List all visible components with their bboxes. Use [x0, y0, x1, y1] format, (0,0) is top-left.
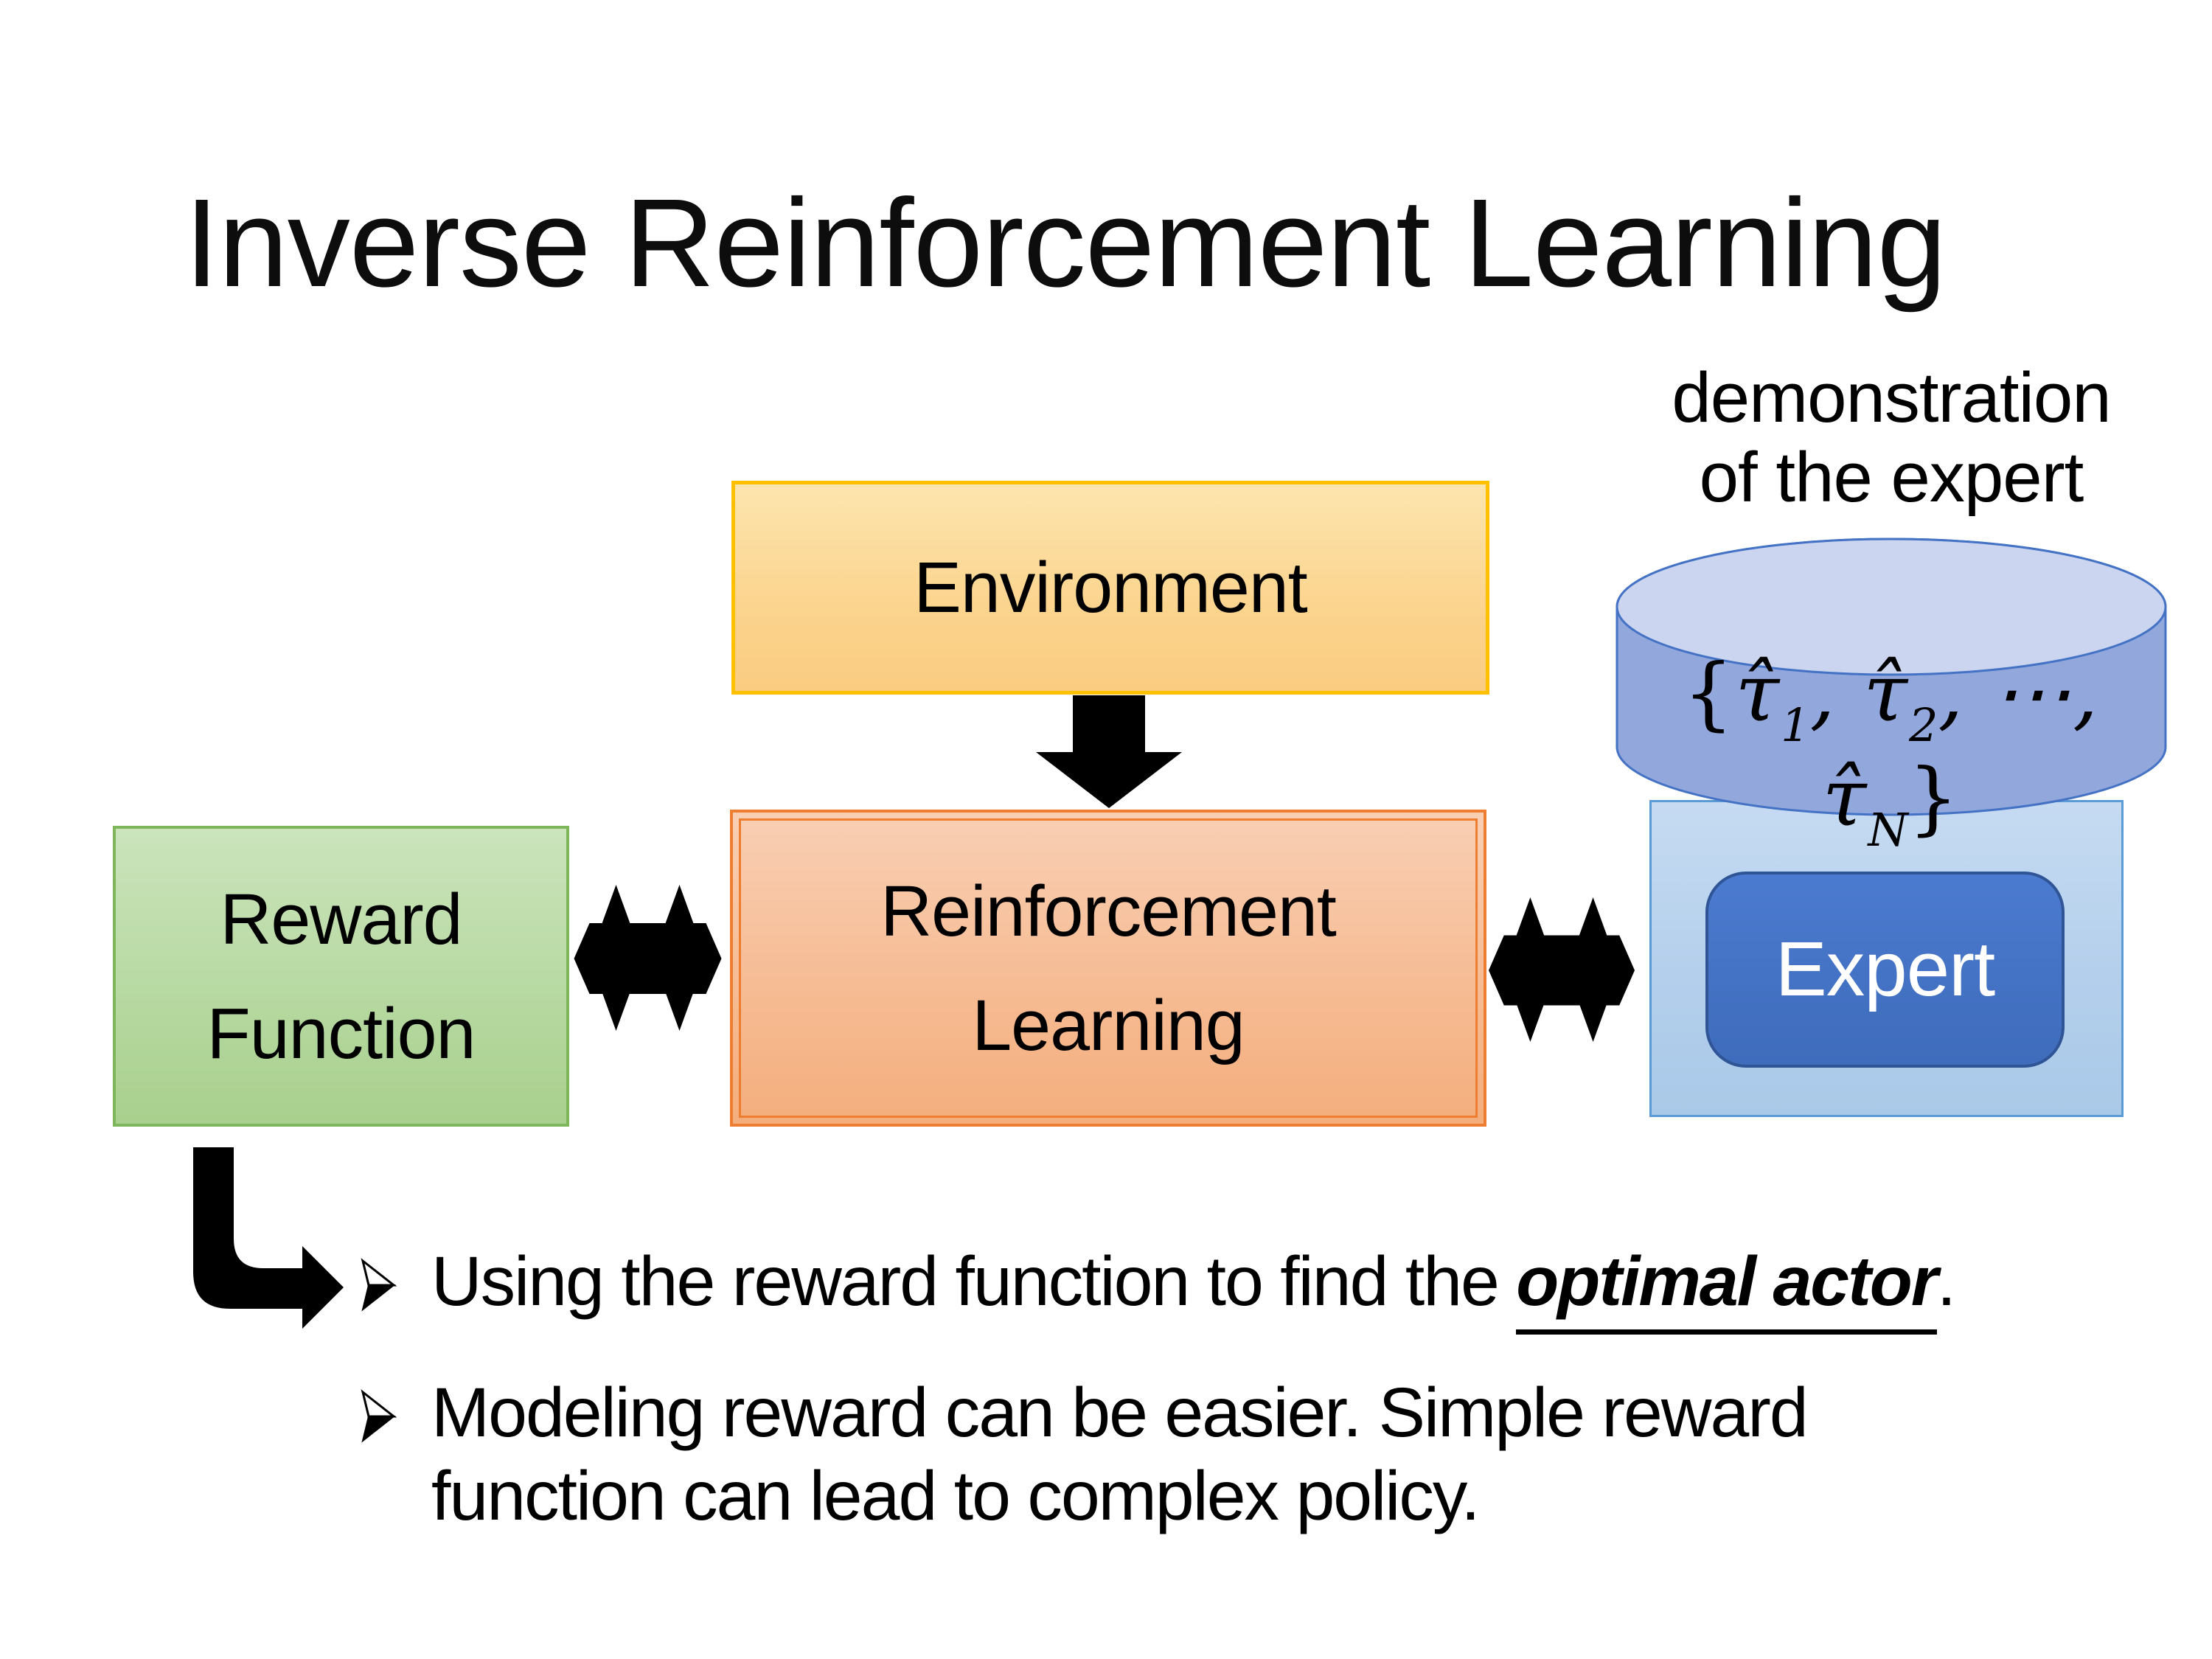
reinforcement-learning-box: Reinforcement Learning [730, 810, 1486, 1127]
down-arrow-icon [1036, 695, 1182, 808]
expert-label: Expert [1775, 926, 1995, 1012]
trajectory-set-formula: {τ̂1, τ̂2, ⋯, τ̂N} [1683, 647, 2100, 857]
reinforcement-learning-label: Reinforcement Learning [880, 870, 1337, 1065]
database-cylinder-icon [1615, 538, 2167, 816]
bullet-arrow-icon [361, 1258, 397, 1312]
bullet-item-2: Modeling reward can be easier. Simple re… [431, 1371, 2031, 1538]
environment-box: Environment [731, 481, 1489, 695]
bullet-arrow-icon [361, 1389, 397, 1443]
double-arrow-right-icon [1489, 897, 1635, 1043]
elbow-arrow-icon [193, 1147, 344, 1329]
bullet-1-highlight: optimal actor [1516, 1242, 1938, 1335]
page-title: Inverse Reinforcement Learning [184, 173, 1947, 313]
expert-box: Expert [1705, 872, 2065, 1068]
double-arrow-left-icon [574, 885, 722, 1031]
bullet-item-1: Using the reward function to find the op… [431, 1240, 1956, 1335]
environment-label: Environment [914, 547, 1308, 628]
demonstration-caption: demonstration of the expert [1672, 358, 2111, 517]
reward-function-label: Reward Function [206, 878, 476, 1074]
reward-function-box: Reward Function [113, 826, 569, 1127]
bullet-1-period: . [1936, 1242, 1956, 1321]
bullet-1-text: Using the reward function to find the [431, 1242, 1517, 1321]
bullet-2-text: Modeling reward can be easier. Simple re… [431, 1374, 1809, 1535]
